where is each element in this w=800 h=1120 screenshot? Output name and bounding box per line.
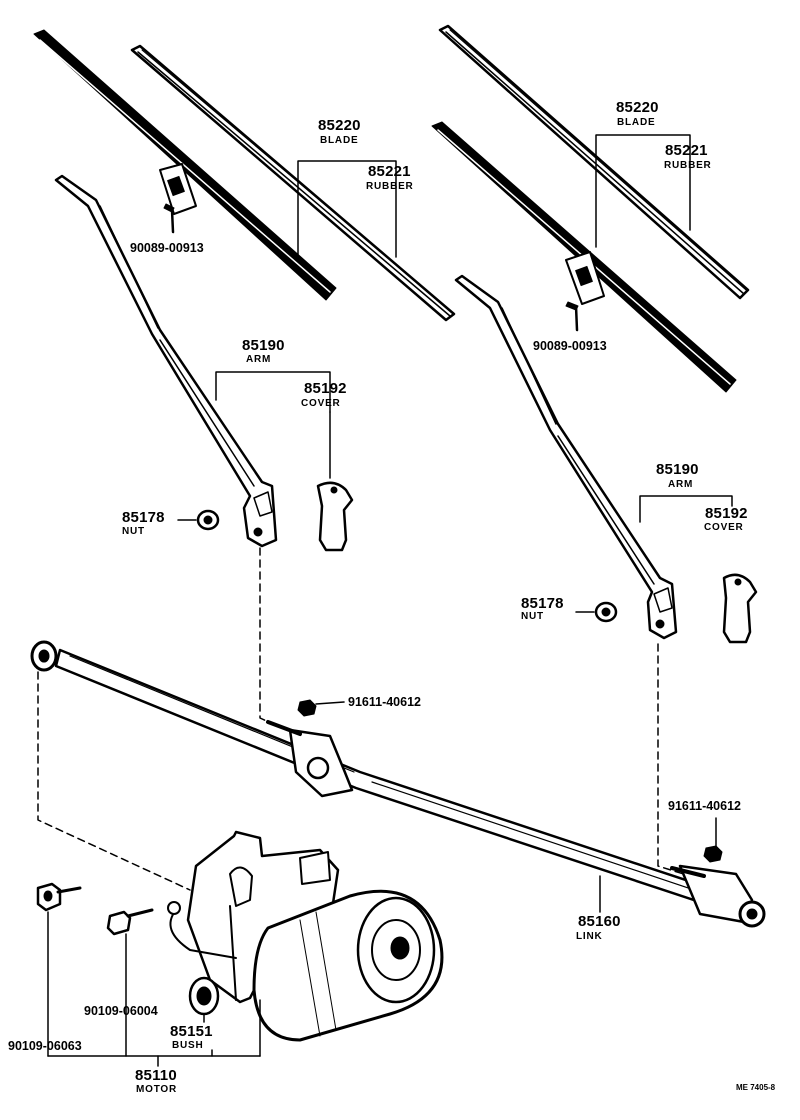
blade-screw-part-number-right: 90089-00913	[533, 339, 607, 353]
rubber-part-name-left: RUBBER	[366, 181, 414, 192]
cover-part-number-left: 85192	[304, 380, 347, 397]
pivot-bolt-part-number-left: 91611-40612	[348, 695, 421, 709]
arm-part-number-right: 85190	[656, 461, 699, 478]
cover-part-name-right: COVER	[704, 522, 744, 533]
motor-bush	[188, 976, 220, 1016]
nut-part-name-right: NUT	[521, 611, 544, 622]
wiper-blade-right	[431, 121, 737, 393]
bolt-part-number-06004: 90109-06004	[84, 1004, 158, 1018]
motor-bolt-b	[36, 882, 82, 912]
catalog-reference-code: ME 7405-8	[736, 1083, 776, 1092]
motor-part-number: 85110	[135, 1067, 177, 1084]
pivot-bolt-part-number-right: 91611-40612	[668, 799, 741, 813]
rubber-part-number-left: 85221	[368, 163, 411, 180]
blade-screw-left	[163, 203, 175, 234]
blade-part-number-right: 85220	[616, 99, 659, 116]
arm-cover-left	[316, 481, 354, 552]
blade-screw-part-number-left: 90089-00913	[130, 241, 204, 255]
link-part-name: LINK	[576, 931, 603, 942]
wiper-blade-left	[33, 29, 337, 301]
leader-lines-motor	[47, 911, 261, 1067]
wiper-arm-right	[454, 274, 678, 640]
wiper-rubber-right	[438, 24, 750, 300]
pivot-bolt-left	[297, 699, 345, 717]
blade-part-name-right: BLADE	[617, 117, 656, 128]
arm-part-name-left: ARM	[246, 354, 272, 365]
arm-part-number-left: 85190	[242, 337, 285, 354]
wiper-rubber-left	[130, 44, 456, 322]
nut-part-number-right: 85178	[521, 595, 564, 612]
link-part-number: 85160	[578, 913, 621, 930]
rubber-part-number-right: 85221	[665, 142, 708, 159]
blade-screw-right	[565, 301, 579, 332]
nut-part-name-left: NUT	[122, 526, 145, 537]
arm-cover-right	[722, 573, 758, 644]
rubber-part-name-right: RUBBER	[664, 160, 712, 171]
bush-part-number: 85151	[170, 1023, 213, 1040]
leader-lines-blade-left	[297, 160, 397, 258]
blade-part-name-left: BLADE	[320, 135, 359, 146]
motor-part-name: MOTOR	[136, 1084, 178, 1095]
wiper-link-rod	[30, 640, 766, 928]
arm-part-name-right: ARM	[668, 479, 694, 490]
leader-lines-blade-right	[595, 134, 691, 248]
arm-nut-left	[177, 509, 220, 531]
leader-lines-arm-left	[215, 371, 331, 479]
arm-nut-right	[575, 601, 618, 623]
leader-lines-arm-right	[639, 495, 733, 523]
nut-part-number-left: 85178	[122, 509, 165, 526]
wiper-arm-left	[54, 174, 278, 548]
motor-bolt-a	[106, 908, 154, 936]
blade-part-number-left: 85220	[318, 117, 361, 134]
wiper-motor	[167, 830, 444, 1042]
bolt-part-number-06063: 90109-06063	[8, 1039, 82, 1053]
assembly-dashed-lines	[37, 547, 691, 891]
bush-part-name: BUSH	[172, 1040, 204, 1051]
cover-part-name-left: COVER	[301, 398, 341, 409]
cover-part-number-right: 85192	[705, 505, 748, 522]
pivot-bolt-right	[703, 817, 723, 863]
